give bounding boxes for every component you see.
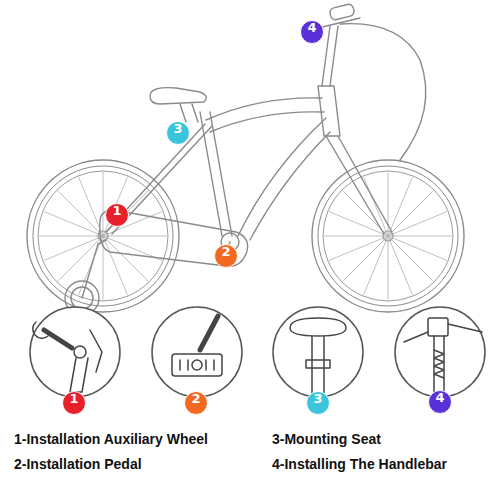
detail-sketches (33, 316, 482, 396)
step-description: 3-Mounting Seat (272, 431, 381, 447)
frame-dropout (90, 330, 102, 372)
top-tube (210, 112, 324, 132)
callout-number: 3 (306, 391, 330, 415)
handlebar (448, 324, 482, 332)
callout-badge: 3 (306, 391, 330, 415)
callout-badge: 4 (428, 390, 452, 414)
badge-fill (215, 245, 238, 268)
callout-badge: 1 (62, 391, 86, 415)
callout-number: 4 (428, 390, 452, 414)
saddle (290, 318, 346, 336)
callout-badge: 2 (184, 391, 208, 415)
detail-circle (30, 307, 120, 397)
axle-nut (74, 346, 86, 358)
callout-badge: 2 (214, 244, 238, 268)
badge-fill (185, 392, 208, 415)
pedal-body (172, 354, 222, 376)
step-description: 1-Installation Auxiliary Wheel (14, 431, 208, 447)
detail-circle (273, 307, 363, 397)
badge-fill (63, 392, 86, 415)
callout-badge: 1 (105, 203, 129, 227)
bike-frame (65, 3, 426, 315)
wrench-head (33, 322, 48, 338)
badge-fill (301, 21, 324, 44)
saddle (150, 88, 206, 104)
callout-number: 2 (184, 391, 208, 415)
badge-fill (307, 392, 330, 415)
detail-circles (30, 307, 485, 397)
seat-tube (200, 112, 222, 236)
seat-clamp (306, 360, 330, 368)
brake-cable (340, 24, 426, 160)
badge-fill (429, 391, 452, 414)
training-wheel-bracket (82, 240, 106, 298)
down-tube (238, 118, 326, 236)
callout-number: 1 (105, 203, 129, 227)
stem-tube (434, 336, 444, 396)
brake-lever (404, 332, 428, 342)
detail-circle (395, 307, 485, 397)
pedal-tread (180, 360, 214, 370)
callout-badge: 4 (300, 20, 324, 44)
bracket-plate (70, 358, 88, 392)
step-description: 4-Installing The Handlebar (272, 456, 447, 472)
seat-post (180, 104, 198, 122)
stem (322, 26, 338, 86)
callout-number: 3 (166, 121, 190, 145)
handle-grip (329, 3, 355, 20)
down-tube (250, 132, 330, 240)
front-wheel (312, 160, 464, 312)
callout-number: 4 (300, 20, 324, 44)
step-description: 2-Installation Pedal (14, 456, 142, 472)
wrench-handle (44, 330, 72, 348)
head-tube (318, 86, 340, 136)
stem-spring (434, 350, 444, 378)
seat-stay (106, 124, 205, 232)
seat-post (312, 336, 324, 396)
rear-wheel (27, 160, 179, 312)
detail-circle (152, 307, 242, 397)
crank-arm (200, 316, 218, 350)
fork (338, 136, 392, 232)
badge-fill (167, 122, 190, 145)
stem-clamp (428, 318, 448, 336)
callout-number: 2 (214, 244, 238, 268)
callout-number: 1 (62, 391, 86, 415)
badge-fill (106, 204, 129, 227)
callout-badge: 3 (166, 121, 190, 145)
pedal-axle (192, 360, 202, 370)
fork (326, 136, 384, 234)
